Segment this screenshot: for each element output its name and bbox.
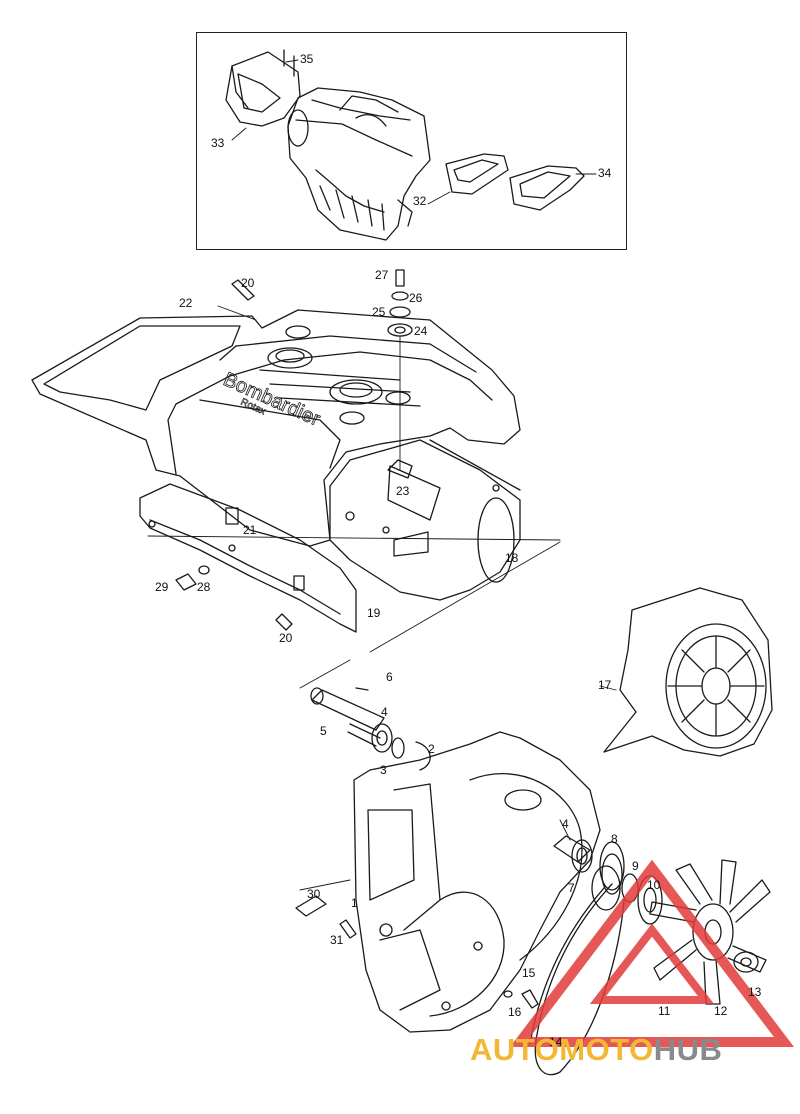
callout-16: 16	[508, 1005, 522, 1019]
callout-3: 3	[380, 763, 387, 777]
callout-22: 22	[179, 296, 193, 310]
callout-1: 1	[351, 896, 358, 910]
callout-27: 27	[375, 268, 389, 282]
callout-4-upper: 4	[381, 705, 388, 719]
callout-21: 21	[243, 523, 257, 537]
callout-26: 26	[409, 291, 423, 305]
fan-housing	[353, 731, 601, 1033]
watermark-moto: MOTO	[559, 1032, 654, 1067]
inset-engine	[225, 49, 585, 241]
callout-5: 5	[320, 724, 327, 738]
callout-32: 32	[413, 194, 427, 208]
callout-6: 6	[386, 670, 393, 684]
callout-13: 13	[748, 985, 762, 999]
callout-15: 15	[522, 966, 536, 980]
callout-10: 10	[647, 878, 661, 892]
callout-14: 14	[549, 1035, 563, 1049]
fan-shroud	[603, 587, 773, 757]
callout-7: 7	[568, 881, 575, 895]
callout-4-lower: 4	[562, 817, 569, 831]
callout-2: 2	[428, 742, 435, 756]
nut	[733, 951, 759, 973]
callout-17: 17	[598, 678, 612, 692]
callout-8: 8	[611, 832, 618, 846]
callout-35: 35	[300, 52, 314, 66]
watermark-logo: AUTOMOTOHUB	[470, 1030, 800, 1070]
callout-24: 24	[414, 324, 428, 338]
callout-31: 31	[330, 933, 344, 947]
callout-29: 29	[155, 580, 169, 594]
engine-cover	[31, 309, 521, 547]
leader-lines	[147, 59, 617, 891]
callout-9: 9	[632, 859, 639, 873]
shaft-assembly	[310, 687, 431, 771]
callout-23: 23	[396, 484, 410, 498]
callout-34: 34	[598, 166, 612, 180]
lower-duct	[329, 439, 521, 601]
pulley-stack	[553, 835, 663, 925]
callout-18: 18	[505, 551, 519, 565]
callout-30: 30	[307, 887, 321, 901]
watermark-triangle	[509, 859, 795, 1047]
inset-frame	[196, 32, 627, 250]
callout-20-bottom: 20	[279, 631, 293, 645]
callout-33: 33	[211, 136, 225, 150]
callout-19: 19	[367, 606, 381, 620]
callout-25: 25	[372, 305, 386, 319]
watermark-hub: HUB	[653, 1032, 723, 1067]
callout-11: 11	[658, 1004, 671, 1018]
callout-28: 28	[197, 580, 211, 594]
callout-20-top: 20	[241, 276, 255, 290]
watermark-auto: AUTO	[470, 1032, 560, 1067]
bracket	[139, 483, 357, 633]
callout-12: 12	[714, 1004, 728, 1018]
fasteners	[175, 269, 539, 1009]
